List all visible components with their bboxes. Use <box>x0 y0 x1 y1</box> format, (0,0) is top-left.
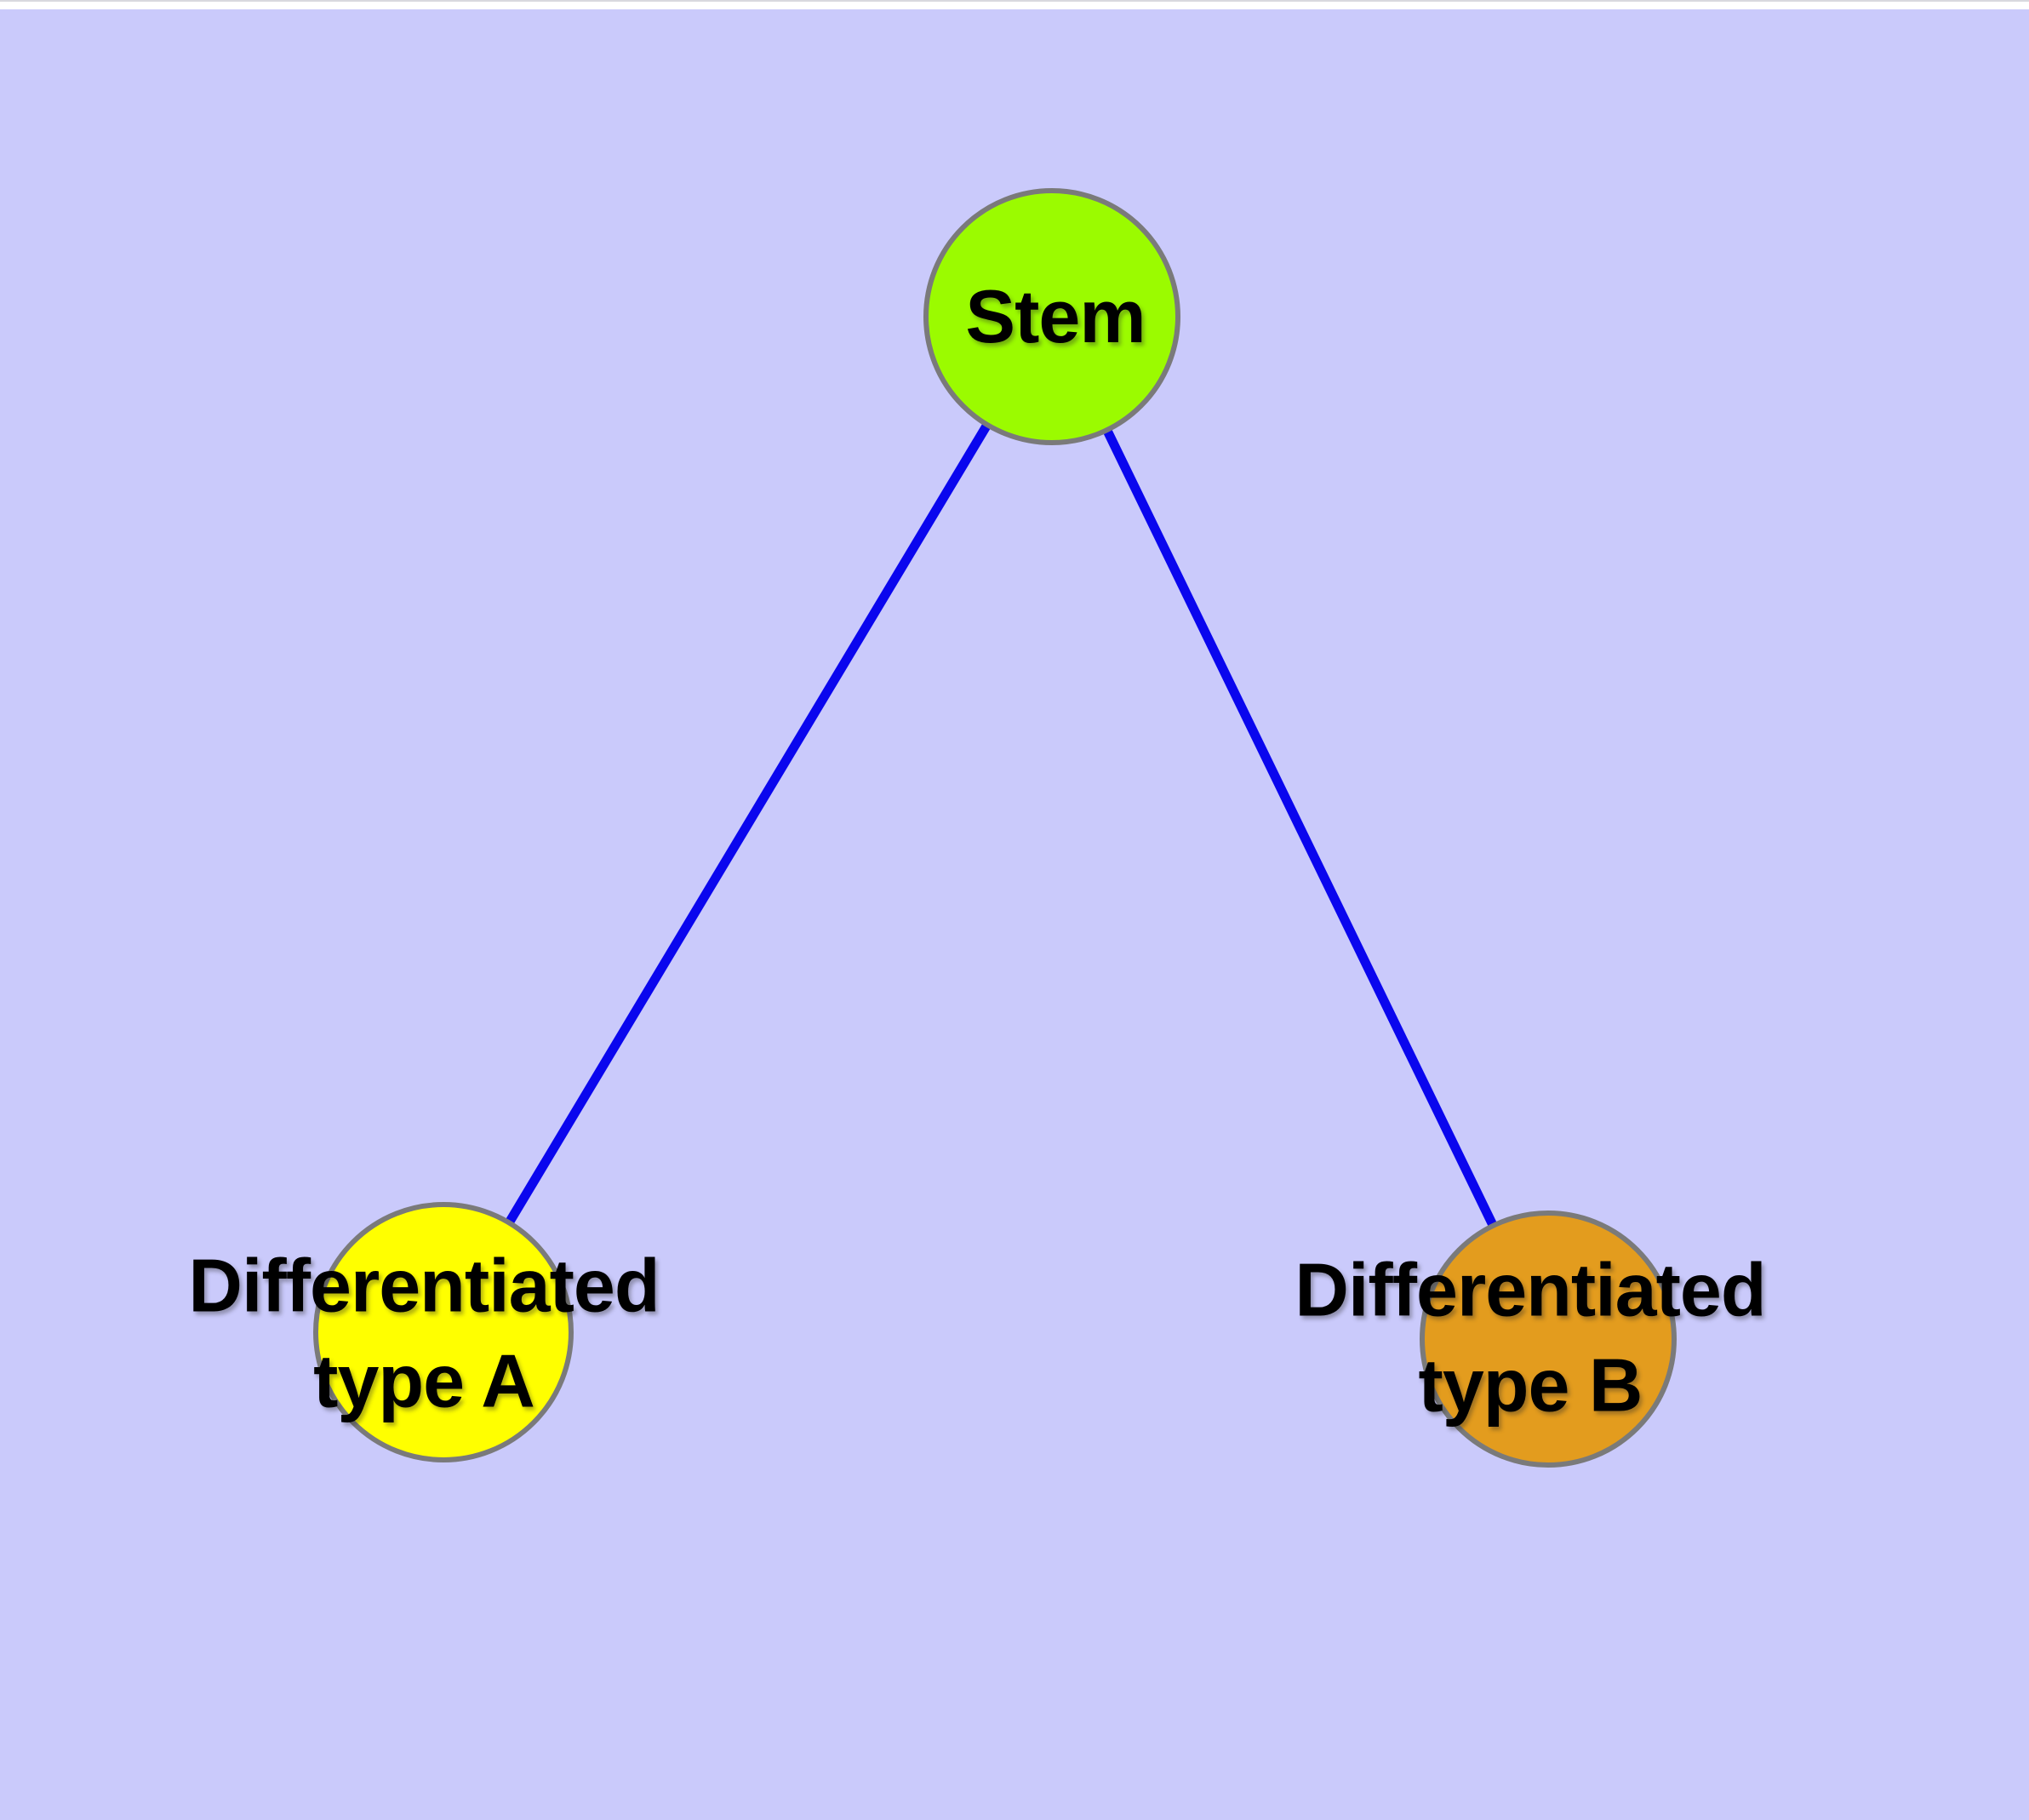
node-differentiated-type-a-circle <box>313 1202 574 1462</box>
node-differentiated-type-b-label: Differentiated type B <box>1295 1247 1766 1427</box>
node-differentiated-type-b-circle <box>1420 1210 1677 1468</box>
node-stem-circle <box>923 188 1180 445</box>
top-margin-strip <box>0 0 2029 9</box>
edge-stem-to-type-b <box>1048 314 1552 1342</box>
edge-stem-to-type-a <box>439 314 1056 1335</box>
plot-area: Stem Differentiated type A Differentiate… <box>0 8 2029 1820</box>
node-stem-label: Stem <box>965 274 1146 359</box>
node-differentiated-type-a-label: Differentiated type A <box>188 1243 660 1422</box>
